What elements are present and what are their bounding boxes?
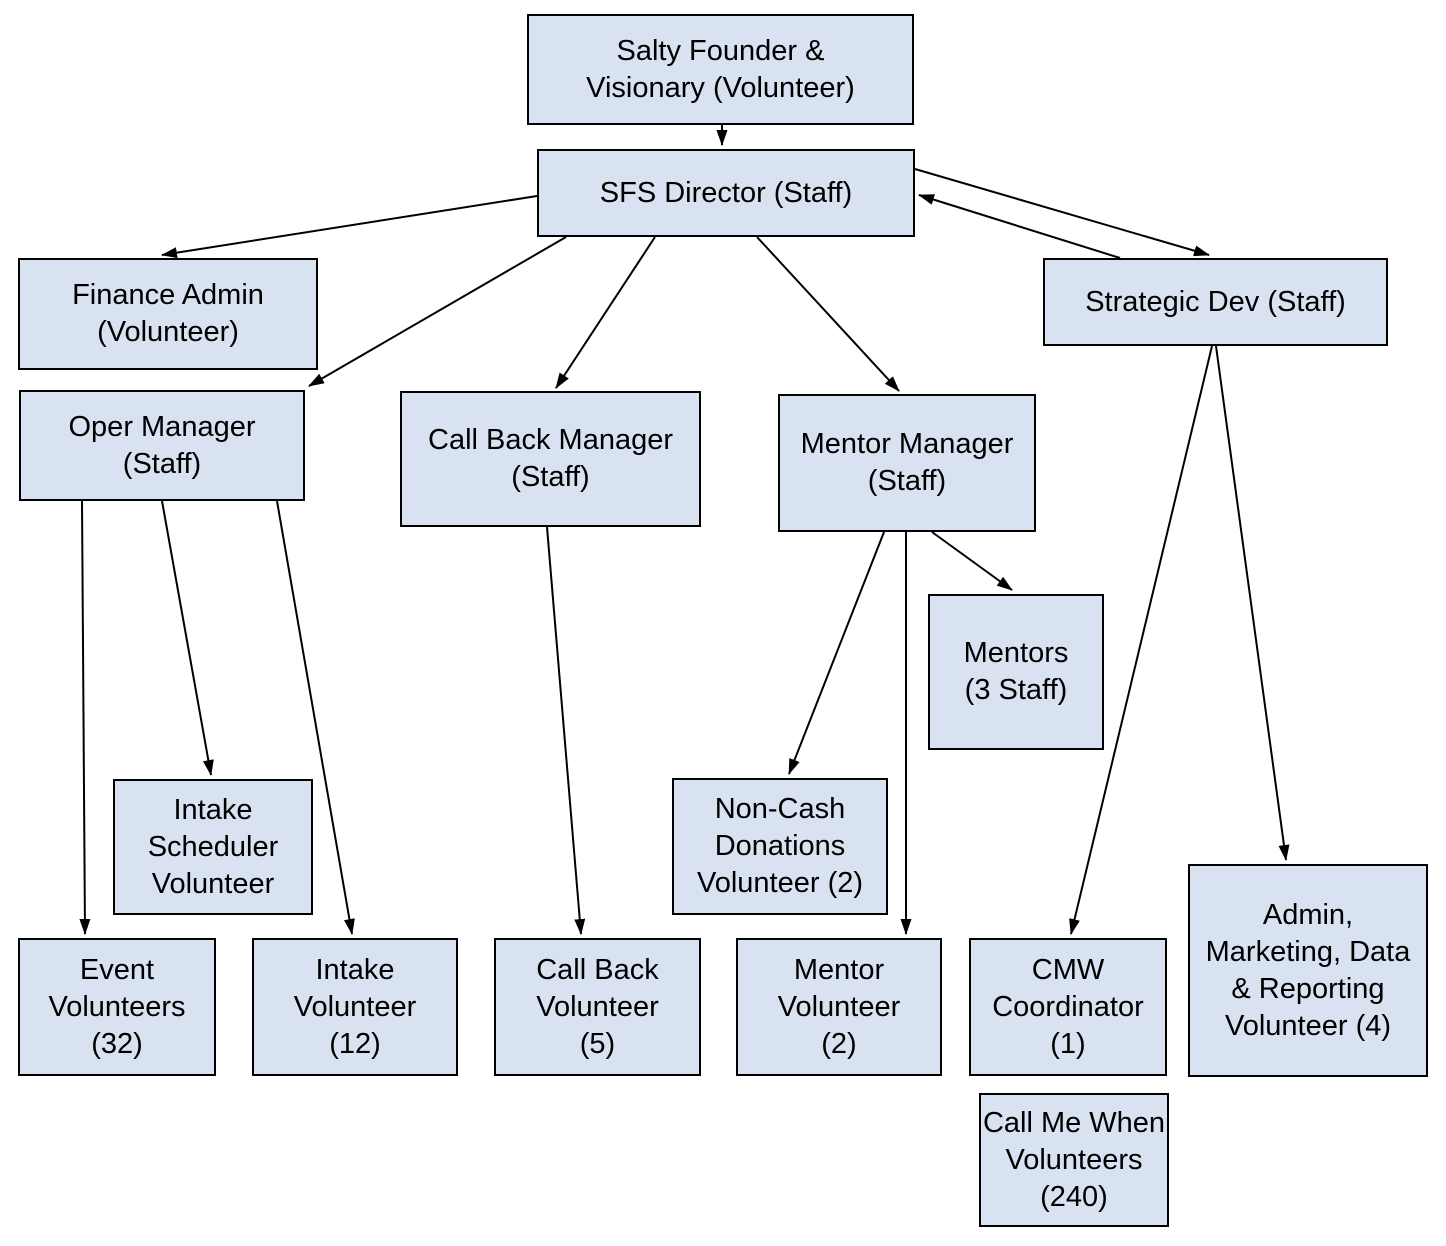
edge-mentor-manager-to-non-cash-donations <box>788 531 885 775</box>
node-salty-founder: Salty Founder & Visionary (Volunteer) <box>527 14 914 125</box>
node-label-call-back-volunteer: Call Back Volunteer (5) <box>536 953 659 1060</box>
node-mentor-volunteer: Mentor Volunteer (2) <box>736 938 942 1076</box>
node-cmw-coordinator: CMW Coordinator (1) <box>969 938 1167 1076</box>
edge-strategic-dev-to-sfs-director <box>918 194 1121 259</box>
node-label-oper-manager: Oper Manager (Staff) <box>68 410 256 480</box>
edge-sfs-director-to-mentor-manager <box>756 236 900 392</box>
node-label-finance-admin: Finance Admin (Volunteer) <box>72 279 264 348</box>
node-label-intake-volunteer: Intake Volunteer (12) <box>293 953 417 1060</box>
node-label-admin-marketing: Admin, Marketing, Data & Reporting Volun… <box>1205 898 1411 1042</box>
node-event-volunteers: Event Volunteers (32) <box>18 938 216 1076</box>
edge-sfs-director-to-finance-admin <box>161 195 538 259</box>
node-admin-marketing: Admin, Marketing, Data & Reporting Volun… <box>1188 864 1428 1077</box>
edge-strategic-dev-to-admin-marketing <box>1215 345 1290 861</box>
edge-sfs-director-to-oper-manager <box>308 236 567 387</box>
edge-sfs-director-to-call-back-manager <box>555 236 656 389</box>
node-label-call-back-manager: Call Back Manager (Staff) <box>428 424 673 493</box>
node-mentors: Mentors (3 Staff) <box>928 594 1104 750</box>
edge-oper-manager-to-intake-scheduler <box>161 500 214 776</box>
node-non-cash-donations: Non-Cash Donations Volunteer (2) <box>672 778 888 915</box>
node-label-mentor-volunteer: Mentor Volunteer (2) <box>777 953 901 1060</box>
node-call-back-volunteer: Call Back Volunteer (5) <box>494 938 701 1076</box>
node-label-strategic-dev: Strategic Dev (Staff) <box>1085 285 1346 318</box>
edge-mentor-manager-to-mentors <box>931 531 1013 591</box>
node-label-event-volunteers: Event Volunteers (32) <box>48 953 186 1060</box>
edge-oper-manager-to-event-volunteers <box>79 500 91 935</box>
edge-oper-manager-to-intake-volunteer <box>276 500 355 935</box>
node-label-cmw-coordinator: CMW Coordinator (1) <box>992 953 1144 1060</box>
node-mentor-manager: Mentor Manager (Staff) <box>778 394 1036 532</box>
edge-group <box>79 125 1290 935</box>
node-intake-scheduler: Intake Scheduler Volunteer <box>113 779 313 915</box>
node-label-intake-scheduler: Intake Scheduler Volunteer <box>147 793 279 900</box>
node-label-sfs-director: SFS Director (Staff) <box>599 176 853 209</box>
node-oper-manager: Oper Manager (Staff) <box>19 390 305 501</box>
node-intake-volunteer: Intake Volunteer (12) <box>252 938 458 1076</box>
node-label-mentors: Mentors (3 Staff) <box>963 637 1069 706</box>
node-finance-admin: Finance Admin (Volunteer) <box>18 258 318 370</box>
node-label-salty-founder: Salty Founder & Visionary (Volunteer) <box>586 34 855 104</box>
node-call-back-manager: Call Back Manager (Staff) <box>400 391 701 527</box>
node-sfs-director: SFS Director (Staff) <box>537 149 915 237</box>
node-call-me-when-volunteers: Call Me When Volunteers (240) <box>979 1093 1169 1227</box>
edge-sfs-director-to-strategic-dev <box>914 168 1210 257</box>
edge-call-back-manager-to-call-back-volunteer <box>546 526 586 935</box>
node-label-mentor-manager: Mentor Manager (Staff) <box>800 428 1014 497</box>
node-label-non-cash-donations: Non-Cash Donations Volunteer (2) <box>696 793 864 899</box>
node-strategic-dev: Strategic Dev (Staff) <box>1043 258 1388 346</box>
node-label-call-me-when-volunteers: Call Me When Volunteers (240) <box>982 1106 1166 1213</box>
edge-strategic-dev-to-cmw-coordinator <box>1069 345 1213 935</box>
